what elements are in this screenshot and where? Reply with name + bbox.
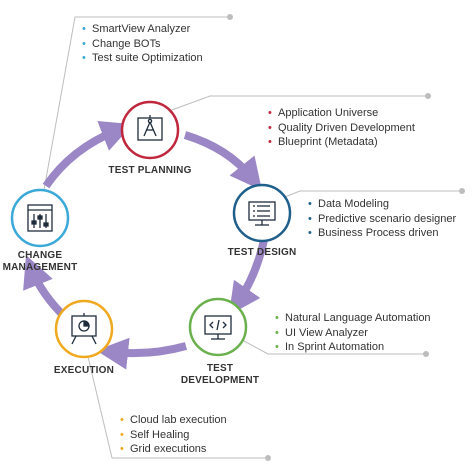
connector-end-dot (227, 14, 233, 20)
cycle-arrow (23, 255, 69, 321)
stage-label-execution: EXECUTION (53, 365, 115, 376)
stage-label-line: TEST (206, 363, 234, 374)
list-item-text: Quality Driven Development (278, 121, 415, 134)
node-execution (54, 299, 114, 359)
list-item-text: Application Universe (278, 107, 379, 119)
cycle-arrow (42, 120, 133, 189)
sliders-panel-icon (27, 204, 53, 232)
list-item: •Change BOTs (82, 37, 161, 50)
list-item-text: Natural Language Automation (285, 312, 431, 324)
bullets-test-development: •Natural Language Automation •UI View An… (275, 311, 431, 355)
stage-label-line: MANAGEMENT (2, 262, 78, 273)
connector-end-dot (423, 351, 429, 357)
list-item-text: Predictive scenario designer (318, 212, 457, 225)
list-item: •Test suite Optimization (82, 52, 203, 64)
connector-end-dot (425, 93, 431, 99)
list-item: •Data Modeling (308, 198, 389, 210)
list-item: •Blueprint (Metadata) (268, 136, 378, 148)
list-item: •Predictive scenario designer (308, 212, 457, 225)
list-item: •SmartView Analyzer (82, 23, 191, 35)
list-item: •Business Process driven (308, 227, 439, 239)
stage-label-change-management: CHANGE MANAGEMENT (0, 250, 86, 274)
list-item: •Grid executions (120, 443, 207, 455)
list-item: •UI View Analyzer (275, 326, 368, 339)
checklist-monitor-icon (248, 201, 276, 226)
list-item-text: Business Process driven (318, 227, 439, 239)
node-change-management (10, 188, 70, 248)
bullets-execution: •Cloud lab execution •Self Healing •Grid… (120, 413, 227, 457)
stage-label-test-development: TEST DEVELOPMENT (165, 363, 275, 387)
list-item-text: Self Healing (130, 428, 190, 441)
node-test-design (232, 183, 292, 243)
presentation-board-icon (71, 313, 97, 345)
stage-label-test-design: TEST DESIGN (227, 247, 297, 258)
connector-end-dot (459, 188, 465, 194)
stage-label-test-planning: TEST PLANNING (108, 165, 192, 176)
list-item: •Self Healing (120, 428, 190, 441)
list-item-text: UI View Analyzer (285, 326, 368, 339)
node-test-planning (120, 100, 180, 160)
stage-label-line: CHANGE (17, 250, 63, 261)
stage-label-line: DEVELOPMENT (180, 375, 260, 386)
list-item: •Quality Driven Development (268, 121, 415, 134)
node-test-development (188, 297, 248, 357)
list-item-text: Test suite Optimization (92, 52, 203, 64)
cycle-arrow (228, 239, 268, 316)
connector-end-dot (265, 455, 271, 461)
list-item: •Cloud lab execution (120, 414, 227, 426)
bullets-test-design: •Data Modeling •Predictive scenario desi… (308, 197, 456, 241)
bullets-test-planning: •Application Universe •Quality Driven De… (268, 106, 415, 150)
list-item-text: In Sprint Automation (285, 341, 385, 353)
list-item-text: Blueprint (Metadata) (278, 136, 378, 148)
bullets-change-management: •SmartView Analyzer •Change BOTs •Test s… (82, 22, 203, 66)
list-item-text: Data Modeling (318, 198, 389, 210)
list-item-text: Cloud lab execution (130, 414, 227, 426)
list-item-text: SmartView Analyzer (92, 23, 191, 35)
list-item: •In Sprint Automation (275, 341, 385, 353)
list-item-text: Grid executions (130, 443, 207, 455)
cycle-arrow (183, 131, 262, 191)
connector-change-management (43, 16, 230, 191)
connector-execution (83, 339, 268, 459)
code-monitor-icon (204, 315, 232, 340)
list-item-text: Change BOTs (92, 37, 161, 50)
cycle-arrow (96, 337, 188, 370)
list-item: •Natural Language Automation (275, 312, 431, 324)
blueprint-compass-icon (137, 115, 163, 141)
list-item: •Application Universe (268, 107, 379, 119)
